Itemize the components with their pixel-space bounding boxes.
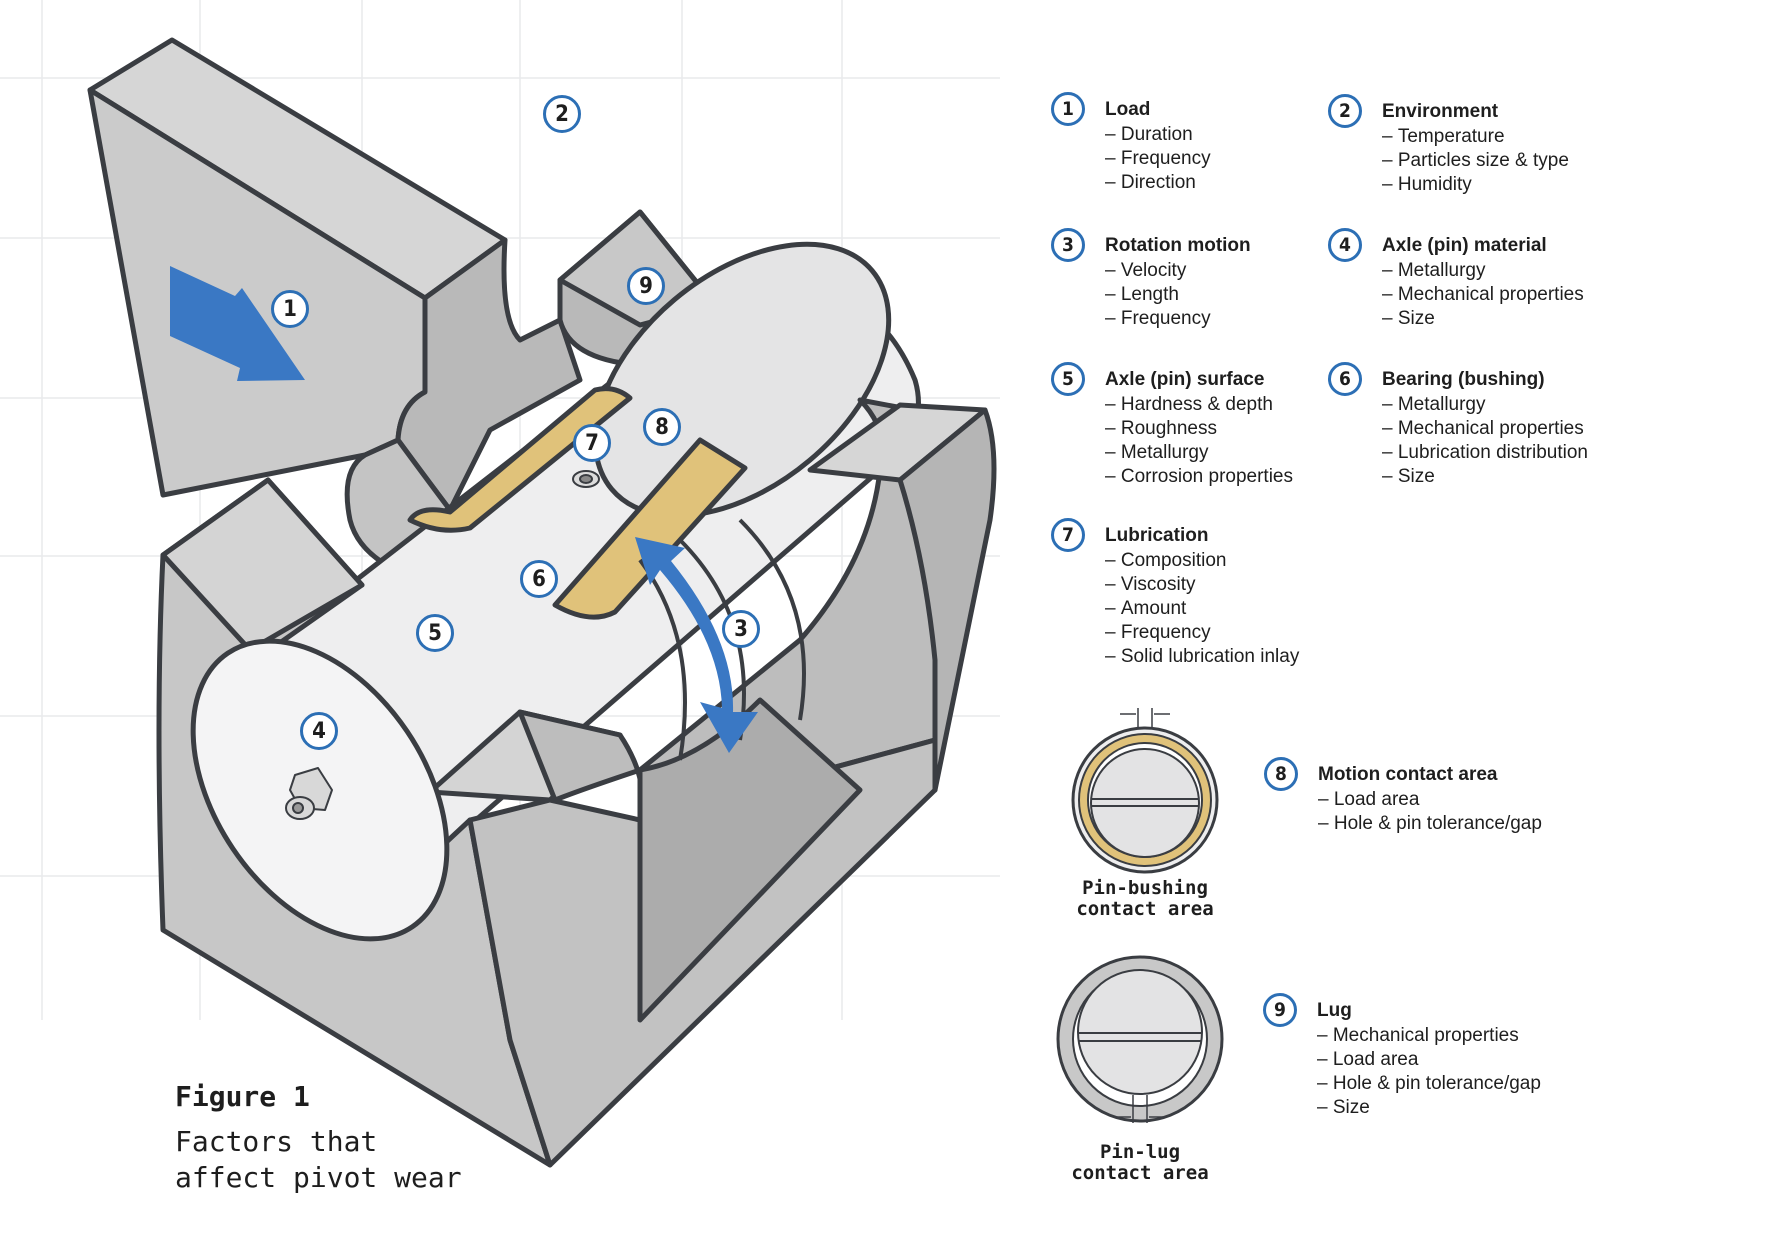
list-item: Solid lubrication inlay [1105,645,1300,669]
list-item: Load area [1318,788,1542,812]
list-item: Hole & pin tolerance/gap [1318,812,1542,836]
pin-bushing-caption: Pin-bushing contact area [1076,877,1214,920]
list-item: Metallurgy [1382,259,1584,283]
list-item: Direction [1105,171,1211,195]
legend-badge: 7 [1051,518,1085,552]
legend-title: Load [1105,99,1151,120]
callout-6: 6 [520,560,558,598]
list-item: Mechanical properties [1382,417,1588,441]
pin-lug-caption: Pin-lug contact area [1071,1141,1209,1184]
list-item: Size [1382,465,1588,489]
callout-5: 5 [416,614,454,652]
legend-badge: 9 [1263,993,1297,1027]
callout-2: 2 [543,95,581,133]
list-item: Viscosity [1105,573,1299,597]
list-item: Composition [1105,549,1299,573]
figure-label: Figure 1 [175,1080,310,1113]
list-item: Velocity [1105,259,1211,283]
list-item: Load area [1317,1048,1541,1072]
pin-bushing-cross-section-icon [1071,708,1219,874]
load-arrow-icon [170,266,305,381]
list-item: Lubrication distribution [1382,441,1588,465]
list-item: Particles size & type [1382,149,1569,173]
list-item: Mechanical properties [1317,1024,1541,1048]
callout-3: 3 [722,610,760,648]
list-item: Amount [1105,597,1299,621]
legend-badge: 3 [1051,228,1085,262]
legend-title: Lug [1317,1000,1352,1021]
legend-title: Axle (pin) material [1382,235,1547,256]
list-item: Corrosion properties [1105,465,1293,489]
legend-title: Rotation motion [1105,235,1251,256]
callout-1: 1 [271,290,309,328]
list-item: Metallurgy [1382,393,1588,417]
callout-4: 4 [300,712,338,750]
bushing-strip-top [407,386,633,533]
list-item: Frequency [1105,307,1211,331]
pin-lug-cross-section-icon [1056,955,1224,1123]
legend-badge: 2 [1328,94,1362,128]
callout-7: 7 [573,424,611,462]
figure-subtitle: Factors that affect pivot wear [175,1125,462,1194]
list-item: Duration [1105,123,1211,147]
list-item: Humidity [1382,173,1569,197]
list-item: Roughness [1105,417,1293,441]
legend-badge: 6 [1328,362,1362,396]
legend-title: Axle (pin) surface [1105,369,1265,390]
bushing-strip-front [552,437,748,620]
pin-end-face [190,638,450,942]
legend-title: Lubrication [1105,525,1209,546]
list-item: Metallurgy [1105,441,1293,465]
list-item: Length [1105,283,1211,307]
lubrication-hole-icon [572,470,600,488]
list-item: Temperature [1382,125,1569,149]
list-item: Frequency [1105,621,1299,645]
callout-9: 9 [627,267,665,305]
grease-nipple-icon [285,767,333,820]
list-item: Mechanical properties [1382,283,1584,307]
legend-badge: 4 [1328,228,1362,262]
list-item: Hole & pin tolerance/gap [1317,1072,1541,1096]
rotation-arrow-icon [635,537,758,753]
legend-badge: 1 [1051,92,1085,126]
legend-title: Bearing (bushing) [1382,369,1545,390]
list-item: Size [1317,1096,1541,1120]
upper-load-block [87,37,583,583]
callout-8: 8 [643,408,681,446]
list-item: Size [1382,307,1584,331]
list-item: Hardness & depth [1105,393,1293,417]
legend-badge: 5 [1051,362,1085,396]
legend-title: Motion contact area [1318,764,1498,785]
legend-badge: 8 [1264,757,1298,791]
legend-title: Environment [1382,101,1499,122]
list-item: Frequency [1105,147,1211,171]
